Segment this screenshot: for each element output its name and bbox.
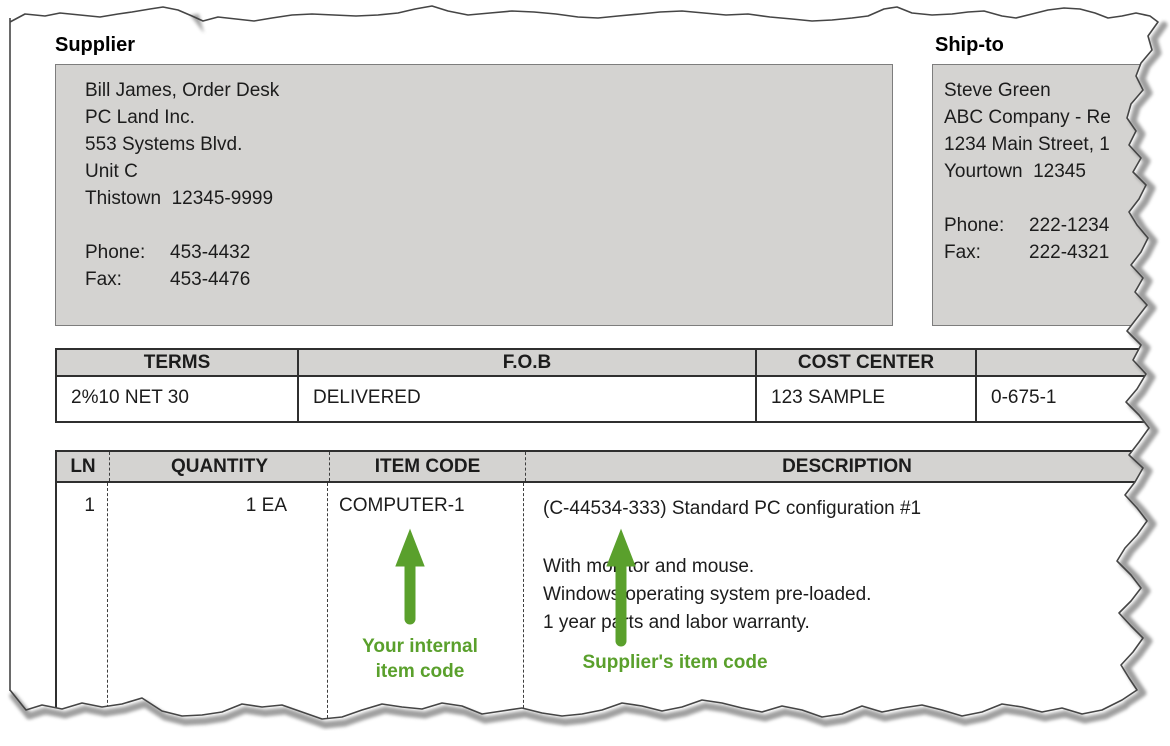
supplier-contact-name: Bill James, Order Desk [85,80,280,101]
supplier-contact-block: Phone: 453-4432 Fax: 453-4476 [85,239,892,293]
description-line: Windows operating system pre-loaded. [543,584,872,605]
ship-to-phone-label: Phone: [944,215,1005,236]
supplier-fax-row: Fax: 453-4476 [85,266,892,293]
fob-value: DELIVERED [297,377,755,421]
supplier-unit: Unit C [85,161,138,182]
supplier-phone-row: Phone: 453-4432 [85,239,892,266]
gl-code-header [975,350,1168,375]
ship-to-company: ABC Company - Re [944,107,1111,128]
ship-to-city-zip: Yourtown 12345 [944,161,1086,182]
supplier-address-box: Bill James, Order Desk PC Land Inc. 553 … [55,64,893,326]
ship-to-street: 1234 Main Street, 1 [944,134,1110,155]
item-code-header: ITEM CODE [329,452,525,481]
quantity-cell: 1 EA [107,483,327,718]
fob-header: F.O.B [297,350,755,375]
line-number-cell: 1 [84,495,95,516]
ship-to-fax-label: Fax: [944,242,981,263]
terms-table-header-row: TERMS F.O.B COST CENTER [57,350,1170,377]
terms-header: TERMS [143,352,211,373]
supplier-heading: Supplier [55,34,136,56]
ship-to-contact-block: Phone: 222-1234 Fax: 222-4321 [944,212,1169,266]
terms-value: 2%10 NET 30 [71,387,189,408]
items-table-header-row: LN QUANTITY ITEM CODE DESCRIPTION [55,450,1170,483]
description-cell: (C-44534-333) Standard PC configuration … [523,483,1170,718]
annotation-line: item code [375,661,465,682]
ship-to-phone-value: 222-1234 [1029,215,1110,236]
annotation-internal-item-code: Your internal item code [340,634,500,684]
ship-to-fax-value: 222-4321 [1029,242,1110,263]
quantity-header: QUANTITY [109,452,329,481]
supplier-phone-value: 453-4432 [170,242,251,263]
ln-header: LN [70,456,96,477]
gl-code-value: 0-675-1 [975,377,1168,421]
ship-to-fax-row: Fax: 222-4321 [944,239,1169,266]
ship-to-heading: Ship-to [935,34,1004,56]
annotation-supplier-item-code: Supplier's item code [582,652,768,673]
description-line: With monitor and mouse. [543,556,755,577]
cost-center-header: COST CENTER [755,350,975,375]
ship-to-contact-name: Steve Green [944,80,1051,101]
ship-to-address-box: Steve Green ABC Company - Re 1234 Main S… [932,64,1170,326]
annotation-line: Your internal [362,636,478,657]
description-title: (C-44534-333) Standard PC configuration … [543,498,922,519]
supplier-city-zip: Thistown 12345-9999 [85,188,274,209]
description-header: DESCRIPTION [525,452,1168,481]
supplier-fax-value: 453-4476 [170,269,251,290]
supplier-company: PC Land Inc. [85,107,195,128]
supplier-street: 553 Systems Blvd. [85,134,243,155]
items-table-row: 1 1 EA COMPUTER-1 (C-44534-333) Standard… [55,483,1170,718]
terms-table: TERMS F.O.B COST CENTER 2%10 NET 30 DELI… [55,348,1170,423]
terms-table-value-row: 2%10 NET 30 DELIVERED 123 SAMPLE 0-675-1 [57,377,1170,421]
ship-to-phone-row: Phone: 222-1234 [944,212,1169,239]
description-line: 1 year parts and labor warranty. [543,612,810,633]
cost-center-value: 123 SAMPLE [755,377,975,421]
supplier-phone-label: Phone: [85,242,146,263]
supplier-fax-label: Fax: [85,269,122,290]
